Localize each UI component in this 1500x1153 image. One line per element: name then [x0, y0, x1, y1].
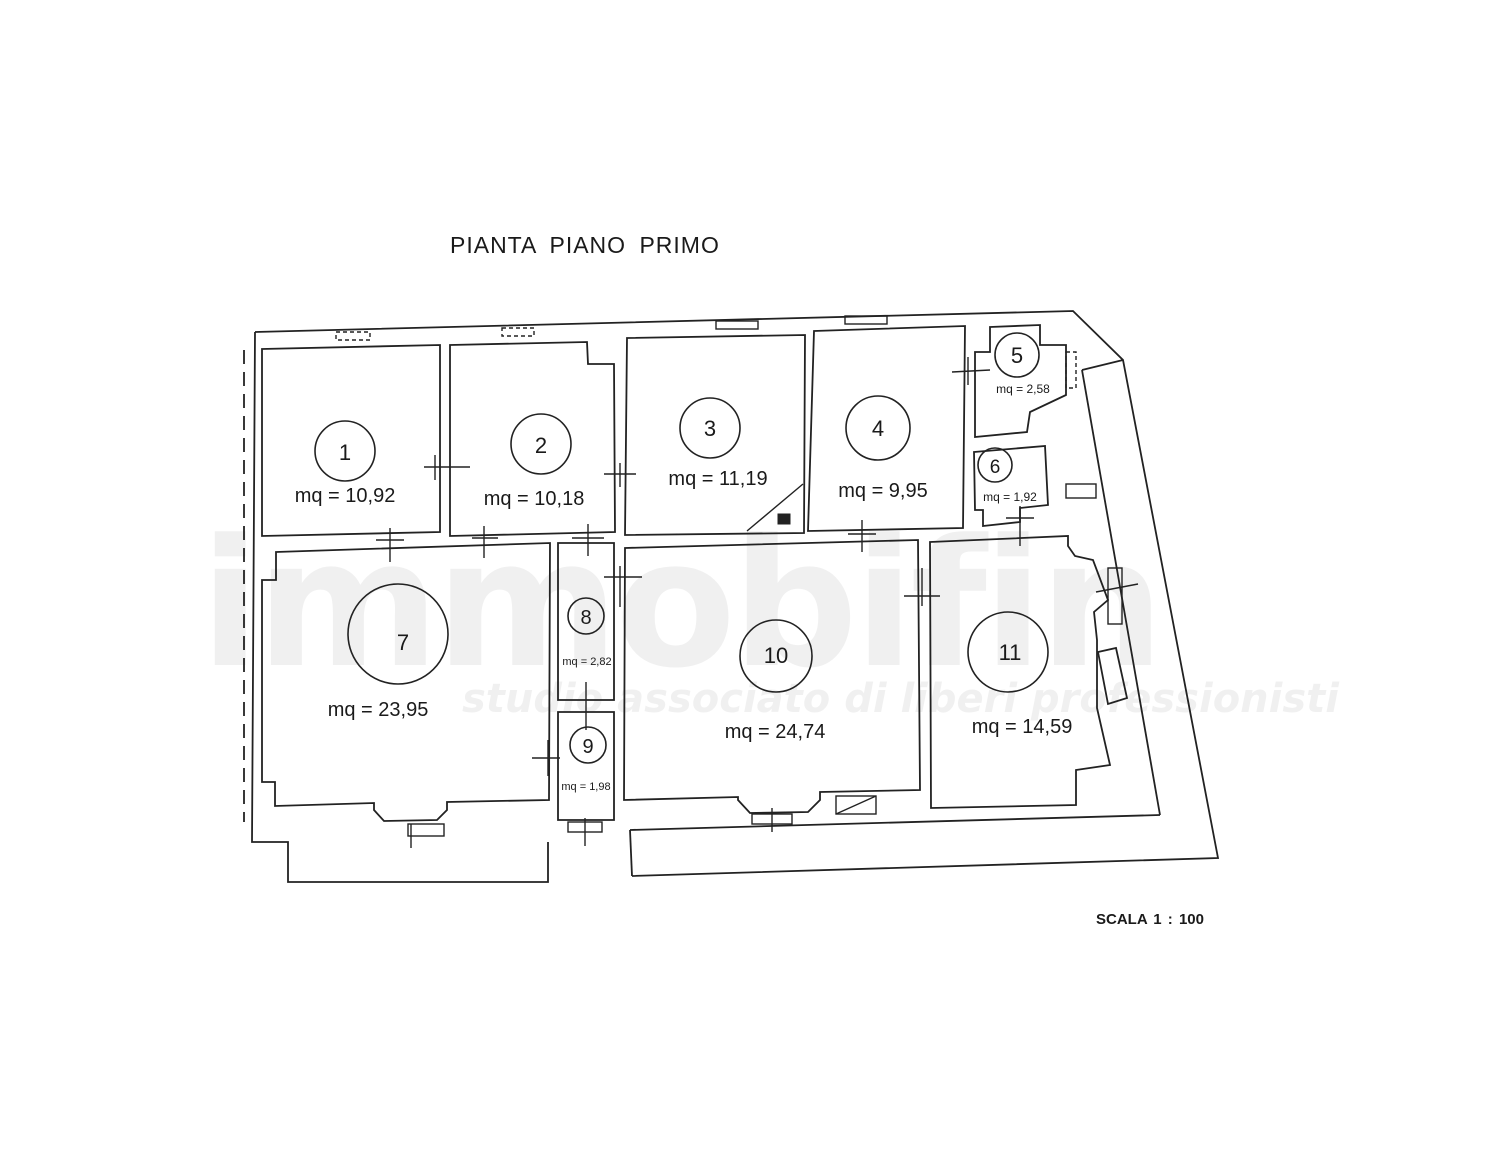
- windows: [335, 315, 1123, 837]
- room-5-number: 5: [1011, 343, 1023, 368]
- watermark-brand: immobifin: [200, 502, 1161, 707]
- room-6-area: mq = 1,92: [983, 490, 1037, 504]
- window: [844, 315, 888, 325]
- annex-top: [1081, 359, 1124, 371]
- outer-wall-left: [251, 331, 549, 883]
- outer-wall-bottom: [629, 829, 633, 877]
- closet: [1096, 646, 1129, 706]
- room-3-area: mq = 11,19: [668, 468, 767, 490]
- room-4-outline: [807, 325, 966, 532]
- stair-diagonal: [746, 483, 804, 532]
- stair-mark: [777, 513, 791, 525]
- room-2-area: mq = 10,18: [484, 488, 585, 510]
- room-circles: [314, 332, 1049, 764]
- window: [501, 327, 535, 337]
- annex-inner: [1081, 369, 1161, 816]
- room-6-number: 6: [990, 457, 1001, 478]
- room-2-number: 2: [535, 433, 547, 458]
- window: [835, 795, 877, 815]
- room-8-outline: [557, 542, 615, 701]
- watermark: immobifin studio associato di liberi pro…: [200, 502, 1340, 722]
- room-8-area: mq = 2,82: [562, 656, 611, 668]
- watermark-tagline: studio associato di liberi professionist…: [462, 676, 1340, 722]
- room-4-area: mq = 9,95: [838, 480, 928, 502]
- window: [1065, 483, 1097, 499]
- room-11-outline: [929, 535, 1112, 809]
- room-4-number: 4: [872, 416, 884, 441]
- room-7-number: 7: [397, 630, 409, 655]
- window: [835, 795, 877, 815]
- room-1-area: mq = 10,92: [295, 485, 396, 507]
- window: [1065, 351, 1077, 389]
- room-3-outline: [624, 334, 806, 536]
- room-9-number: 9: [582, 736, 593, 758]
- walls: [243, 310, 1220, 883]
- room-labels: 1 mq = 10,92 2 mq = 10,18 3 mq = 11,19 4…: [295, 343, 1073, 793]
- room-3-number: 3: [704, 416, 716, 441]
- window: [715, 320, 759, 330]
- room-10-outline: [623, 539, 921, 814]
- room-1-number: 1: [339, 440, 351, 465]
- room-10-number: 10: [764, 643, 788, 668]
- room-5-outline: [974, 324, 1067, 438]
- room-7-area: mq = 23,95: [328, 699, 429, 721]
- room-2-outline: [449, 341, 616, 537]
- room-7-outline: [261, 542, 551, 822]
- room-1-outline: [261, 344, 441, 537]
- room-10-area: mq = 24,74: [725, 721, 826, 743]
- room-11-number: 11: [999, 640, 1022, 665]
- window: [1107, 567, 1123, 625]
- room-5-area: mq = 2,58: [996, 382, 1050, 396]
- room-8-number: 8: [580, 607, 591, 629]
- scale-label: SCALA 1 : 100: [1096, 911, 1204, 928]
- room-9-area: mq = 1,98: [561, 781, 610, 793]
- window: [335, 331, 371, 341]
- window: [407, 823, 445, 837]
- room-9-outline: [557, 711, 615, 821]
- plan-title: PIANTA PIANO PRIMO: [450, 232, 720, 258]
- door-ticks: [376, 357, 1139, 848]
- room-11-area: mq = 14,59: [972, 716, 1073, 738]
- terrace-edge: [629, 814, 1161, 831]
